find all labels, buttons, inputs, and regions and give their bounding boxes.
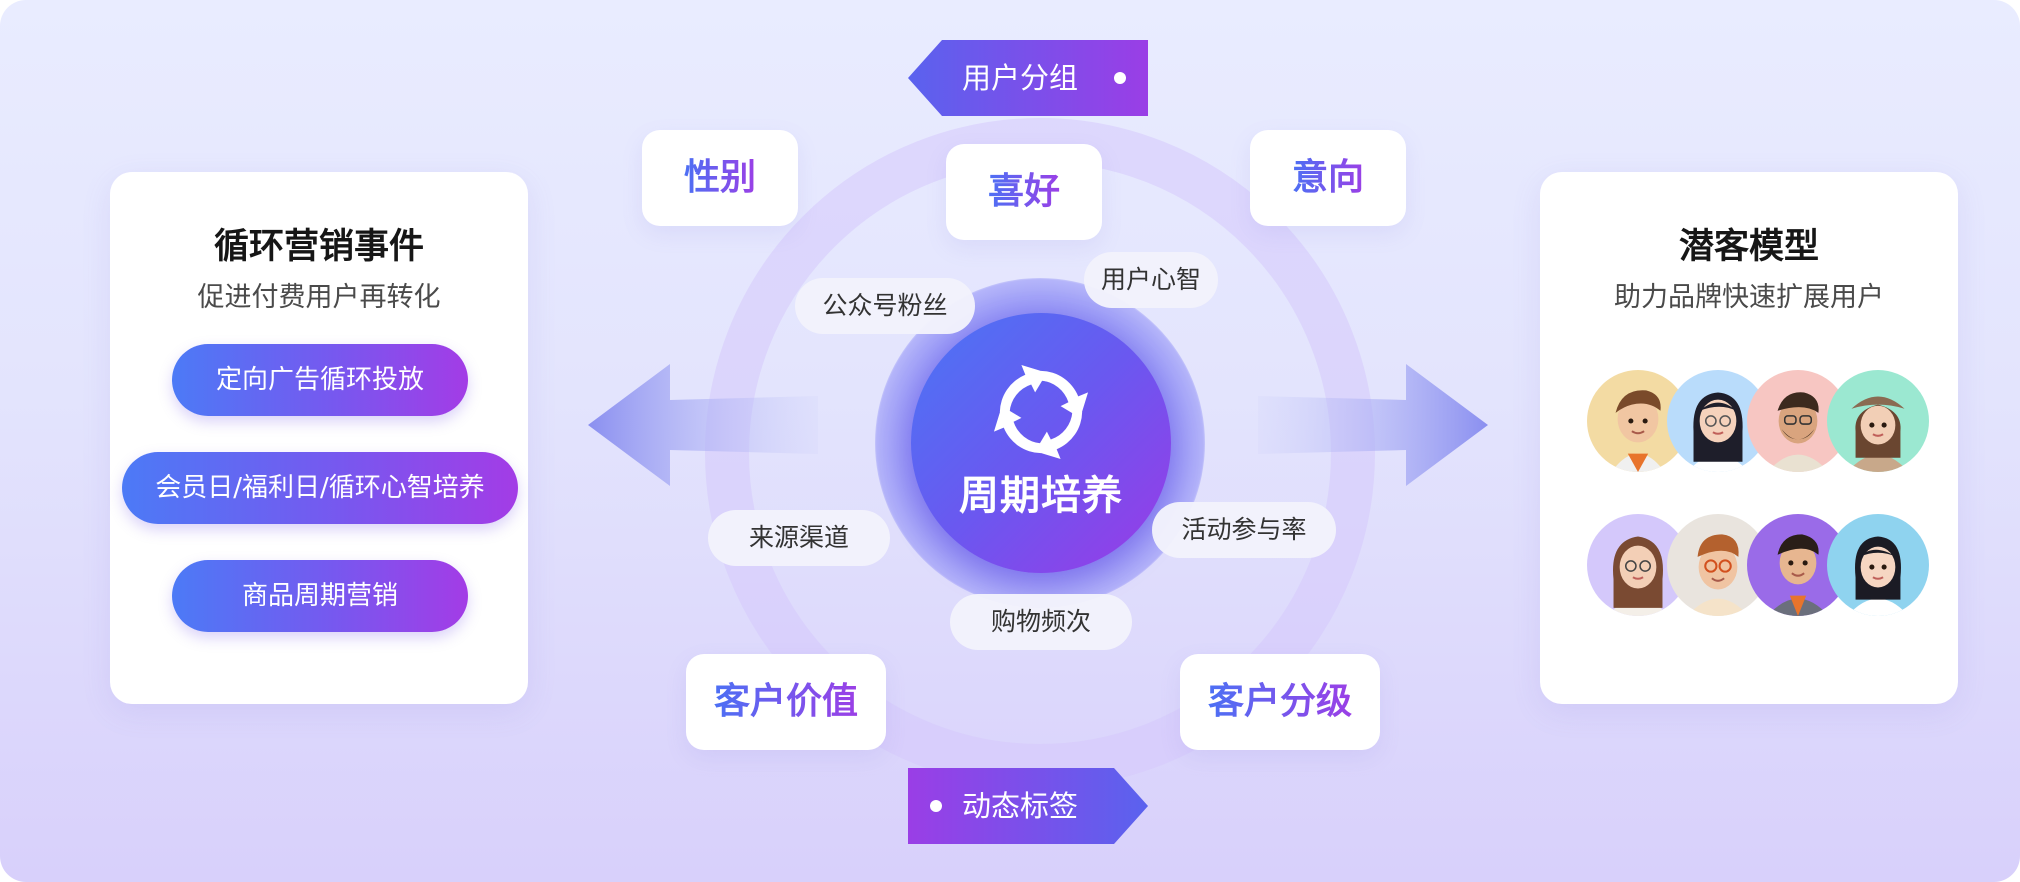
tag-customer-value: 客户价值 bbox=[686, 654, 886, 750]
tag-customer-grade: 客户分级 bbox=[1180, 654, 1380, 750]
potential-customer-card: 潜客模型 助力品牌快速扩展用户 bbox=[1540, 172, 1958, 704]
avatar-woman-black-hair bbox=[1827, 514, 1929, 616]
tag-preference: 喜好 bbox=[946, 144, 1102, 240]
chip-source-channel: 来源渠道 bbox=[708, 510, 890, 566]
tag-gender: 性别 bbox=[642, 130, 798, 226]
cycle-icon bbox=[993, 364, 1089, 460]
chip-user-mind: 用户心智 bbox=[1084, 252, 1218, 308]
pill-member-day: 会员日/福利日/循环心智培养 bbox=[122, 452, 518, 524]
loop-marketing-card: 循环营销事件 促进付费用户再转化 定向广告循环投放 会员日/福利日/循环心智培养… bbox=[110, 172, 528, 704]
left-arrow bbox=[588, 364, 818, 486]
right-arrow bbox=[1258, 364, 1488, 486]
center-title: 周期培养 bbox=[959, 473, 1123, 519]
center-circle: 周期培养 bbox=[911, 313, 1171, 573]
chip-purchase-frequency: 购物频次 bbox=[950, 594, 1132, 650]
loop-marketing-subtitle: 促进付费用户再转化 bbox=[197, 282, 441, 313]
loop-marketing-title: 循环营销事件 bbox=[213, 227, 424, 267]
dynamic-tag-label: 动态标签 bbox=[962, 789, 1079, 823]
chip-official-account-fans: 公众号粉丝 bbox=[795, 278, 975, 334]
user-group-flag: 用户分组 bbox=[908, 40, 1148, 116]
avatar-man-tie bbox=[1587, 370, 1689, 472]
pill-product-cycle: 商品周期营销 bbox=[172, 560, 468, 632]
avatar-man-beard bbox=[1747, 370, 1849, 472]
dynamic-tag-flag: 动态标签 bbox=[908, 768, 1148, 844]
potential-customer-title: 潜客模型 bbox=[1678, 227, 1819, 267]
tag-intention: 意向 bbox=[1250, 130, 1406, 226]
pill-targeted-ads: 定向广告循环投放 bbox=[172, 344, 468, 416]
chip-activity-rate: 活动参与率 bbox=[1152, 502, 1336, 558]
user-group-label: 用户分组 bbox=[962, 61, 1079, 95]
avatar-woman-hat bbox=[1827, 370, 1929, 472]
potential-customer-subtitle: 助力品牌快速扩展用户 bbox=[1614, 282, 1884, 313]
